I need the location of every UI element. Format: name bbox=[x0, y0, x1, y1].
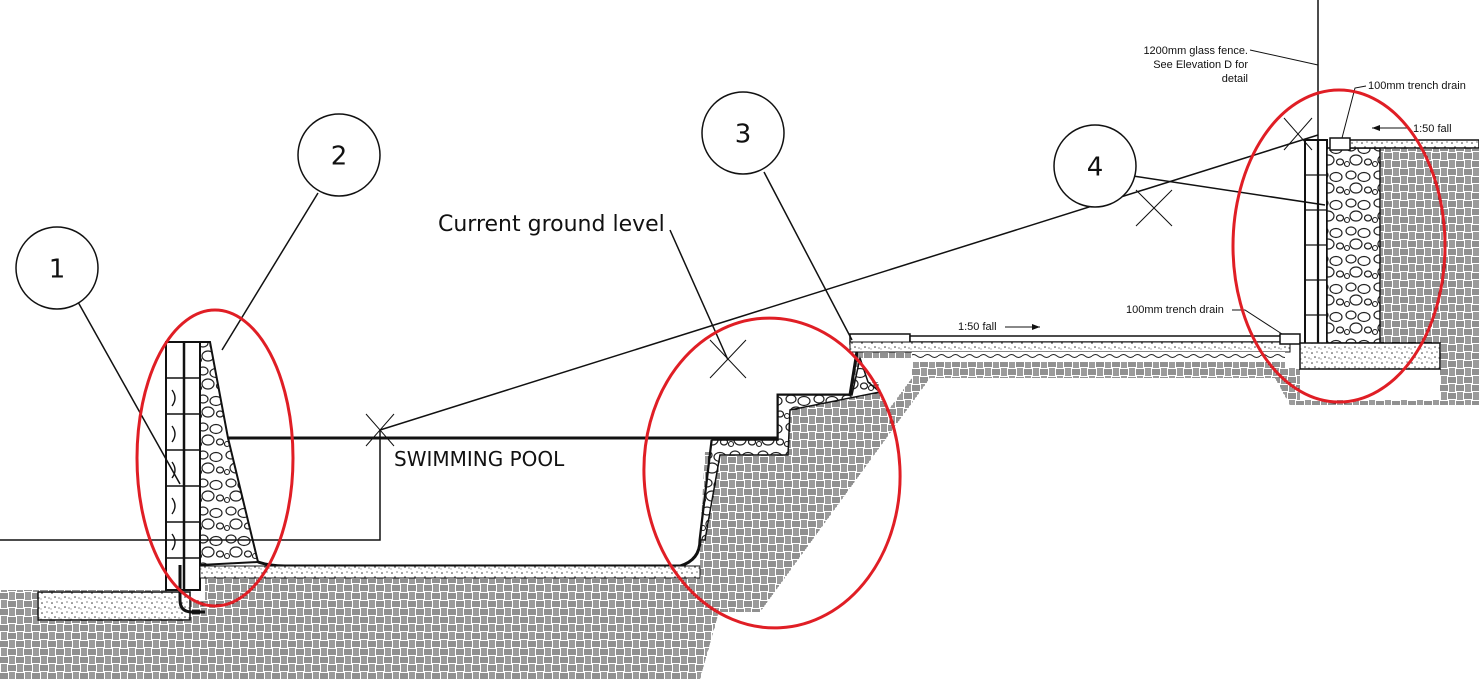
soil-mass-upper-right bbox=[1380, 148, 1479, 345]
fall-arrow-top bbox=[1372, 125, 1408, 131]
upper-wall-stone-fill bbox=[1326, 147, 1381, 344]
callout-4-label: 4 bbox=[1087, 153, 1104, 183]
highlight-area-1-2 bbox=[135, 308, 295, 608]
upper-wall-blocks bbox=[1304, 139, 1328, 346]
left-wall-drain-pipe bbox=[178, 565, 205, 614]
trench-drain-top-leader bbox=[1341, 85, 1367, 139]
highlight-area-4 bbox=[1231, 88, 1447, 404]
terrace-paving bbox=[909, 335, 1286, 343]
callout-2: 2 bbox=[221, 113, 381, 351]
trench-drain-mid-leader bbox=[1232, 309, 1283, 335]
terrace-wave-layer bbox=[912, 352, 1285, 362]
upper-wall-block-joints bbox=[1305, 140, 1327, 345]
callout-1: 1 bbox=[15, 226, 181, 485]
soil-mass-pool-step bbox=[700, 352, 912, 612]
current-ground-level-label: Current ground level bbox=[438, 212, 665, 237]
trench-drain-top-label: 100mm trench drain bbox=[1368, 80, 1466, 92]
pool-label-leader bbox=[0, 430, 381, 541]
glass-fence-label-line2: See Elevation D for bbox=[1153, 59, 1248, 71]
highlight-ellipses bbox=[135, 88, 1447, 630]
current-ground-level-line bbox=[379, 134, 1319, 431]
fall-arrow-mid bbox=[1005, 324, 1040, 330]
left-wall-footing bbox=[37, 591, 191, 621]
callout-2-label: 2 bbox=[331, 142, 348, 172]
pool-base-sand bbox=[199, 565, 701, 579]
upper-wall-footing bbox=[1299, 342, 1441, 370]
callout-1-label: 1 bbox=[49, 255, 66, 285]
trench-drain-mid bbox=[1279, 333, 1301, 345]
soil-slope-lower bbox=[740, 378, 930, 612]
trench-drain-top bbox=[1329, 137, 1351, 151]
ground-level-label-leader bbox=[669, 229, 729, 361]
swimming-pool-label: SWIMMING POOL bbox=[394, 447, 565, 471]
upper-terrace-paving bbox=[1344, 139, 1479, 149]
trench-drain-mid-label: 100mm trench drain bbox=[1126, 304, 1224, 316]
callout-4: 4 bbox=[1053, 124, 1326, 208]
highlight-area-3 bbox=[642, 316, 902, 630]
callout-3-label: 3 bbox=[735, 120, 752, 150]
left-wall-stone-fill bbox=[199, 341, 260, 567]
fall-top-label: 1:50 fall bbox=[1413, 123, 1452, 135]
glass-fence-label-line3: detail bbox=[1222, 73, 1248, 85]
glass-fence-label-line1: 1200mm glass fence. bbox=[1143, 45, 1248, 57]
callout-3: 3 bbox=[701, 91, 853, 341]
terrace-bedding bbox=[849, 341, 1291, 353]
glass-fence-leader bbox=[1249, 49, 1319, 66]
left-wall-block-joints bbox=[166, 342, 200, 590]
fall-mid-label: 1:50 fall bbox=[958, 321, 997, 333]
